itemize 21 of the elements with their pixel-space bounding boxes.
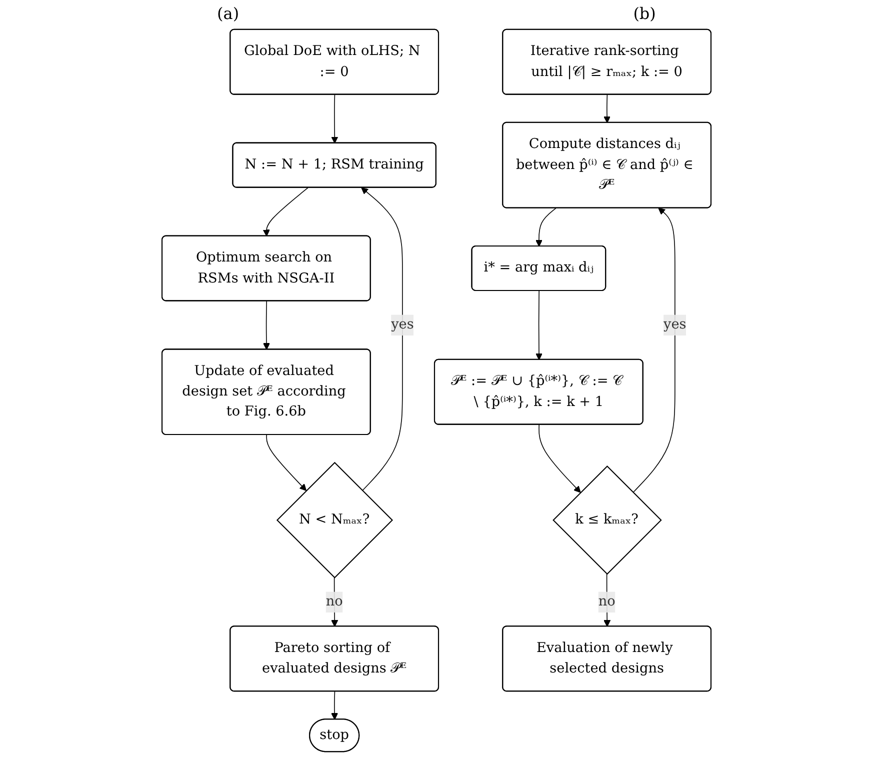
arrow — [632, 208, 676, 493]
arrow — [262, 187, 308, 236]
arrow — [538, 424, 581, 493]
arrow — [331, 691, 338, 720]
edge-label: yes — [664, 316, 686, 332]
edge-label: yes — [391, 316, 414, 332]
panel-label: (a) — [217, 4, 240, 23]
arrow — [262, 300, 270, 350]
edge-label: no — [598, 593, 616, 610]
node-diamond: N < Nₘₐₓ? — [276, 462, 393, 578]
arrow — [535, 290, 543, 360]
arrow — [331, 577, 338, 627]
arrow — [604, 94, 611, 124]
edge-label: no — [326, 593, 343, 610]
arrow — [331, 94, 338, 144]
panel-label: (b) — [633, 4, 656, 23]
arrow — [604, 574, 611, 627]
node-diamond: k ≤ kₘₐₓ? — [552, 466, 662, 575]
arrow — [361, 187, 403, 492]
arrow — [535, 208, 556, 247]
arrow — [266, 434, 307, 491]
